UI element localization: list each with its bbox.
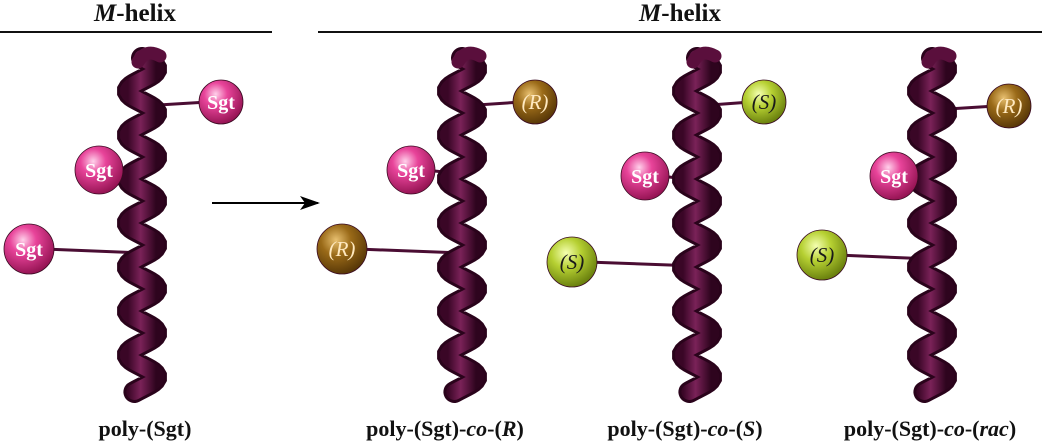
side-group-ball-s: [741, 79, 787, 125]
side-group-label: (S): [560, 250, 585, 274]
side-group-ball-sgt: [386, 145, 436, 195]
side-chain-tether: [43, 247, 143, 255]
side-group-ball-s: [546, 236, 598, 288]
side-group-label: Sgt: [207, 92, 235, 114]
helix-panel-1: (R) Sgt (R): [316, 46, 558, 403]
side-group-label: (S): [810, 243, 835, 267]
caption-2-post: ): [755, 416, 763, 441]
caption-1-post: ): [516, 416, 524, 441]
header-right-rest: -helix: [661, 0, 721, 27]
side-group-label: Sgt: [85, 160, 113, 182]
caption-3-pre: poly-(Sgt)-: [843, 416, 945, 441]
side-group-label: (R): [996, 94, 1023, 118]
caption-3-tag: rac: [979, 416, 1009, 441]
helix-panel-2: (S) Sgt (S): [546, 46, 787, 403]
side-group-label: (R): [522, 90, 549, 114]
side-group-ball-s: [796, 229, 848, 281]
header-left-rule: [0, 31, 272, 33]
side-group-label: Sgt: [631, 166, 659, 188]
side-chain-tether: [356, 247, 463, 255]
helix-backbone: [120, 50, 164, 400]
caption-poly-sgt-co-s: poly-(Sgt)-co-(S): [585, 416, 785, 442]
caption-1-co: co: [466, 416, 488, 441]
side-group-label: Sgt: [15, 239, 43, 261]
helix-top-curl: [451, 46, 487, 69]
caption-2-tag: S: [743, 416, 756, 441]
side-group-ball-sgt: [3, 223, 55, 275]
caption-poly-sgt-co-rac: poly-(Sgt)-co-(rac): [820, 416, 1040, 442]
caption-2-pre: poly-(Sgt)-: [607, 416, 708, 441]
header-left-italic: M: [94, 0, 117, 27]
helix-top-curl: [686, 46, 722, 69]
side-group-label: Sgt: [397, 160, 425, 182]
side-group-label: (R): [329, 237, 356, 261]
side-group-ball-sgt: [198, 79, 244, 125]
header-left-rest: -helix: [116, 0, 176, 27]
side-group-label: (S): [752, 90, 777, 114]
caption-poly-sgt: poly-(Sgt): [55, 416, 235, 442]
helix-backbone: [440, 50, 484, 400]
header-right-italic: M: [639, 0, 662, 27]
side-group-ball-r: [986, 83, 1032, 129]
helix-backbone: [675, 50, 719, 400]
caption-3-post: ): [1008, 416, 1017, 441]
caption-3-co: co: [944, 416, 965, 441]
caption-1-pre: poly-(Sgt)-: [366, 416, 467, 441]
side-group-ball-r: [512, 79, 558, 125]
header-left: M-helix: [0, 0, 270, 28]
header-right-rule: [318, 31, 1042, 33]
side-group-ball-sgt: [869, 151, 919, 201]
side-group-ball-r: [316, 223, 368, 275]
helix-top-curl: [131, 46, 167, 69]
helix-top-curl: [921, 46, 957, 69]
header-right: M-helix: [318, 0, 1042, 28]
caption-0-pre: poly-(Sgt): [98, 416, 192, 441]
side-group-ball-sgt: [74, 145, 124, 195]
helix-backbone: [910, 50, 954, 400]
caption-2-co: co: [707, 416, 729, 441]
caption-3-mid: -(: [964, 416, 980, 441]
caption-2-mid: -(: [728, 416, 744, 441]
side-group-ball-sgt: [620, 151, 670, 201]
helix-panel-3: (R) Sgt (S): [796, 46, 1032, 403]
caption-1-tag: R: [501, 416, 517, 441]
side-group-label: Sgt: [880, 166, 908, 188]
caption-poly-sgt-co-r: poly-(Sgt)-co-(R): [345, 416, 545, 442]
caption-1-mid: -(: [487, 416, 502, 441]
